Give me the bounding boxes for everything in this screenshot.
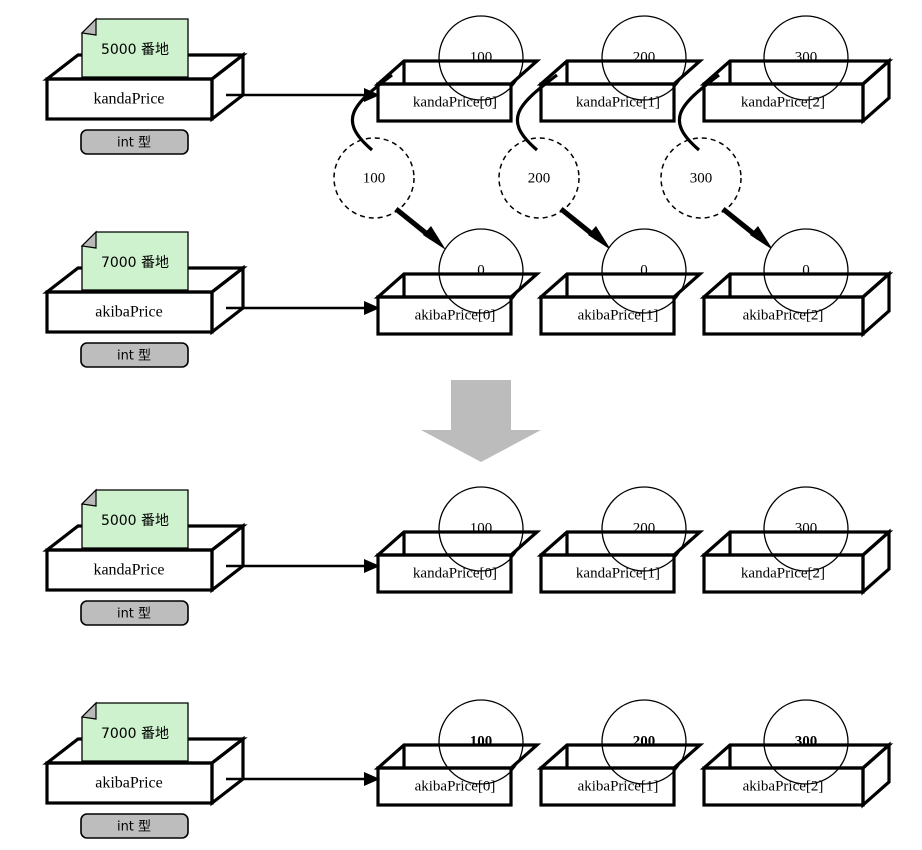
array-cell-value: 300 — [795, 733, 818, 749]
array-cell: 0 akibaPrice[1] — [536, 228, 705, 336]
array-cell: 200 kandaPrice[1] — [536, 15, 705, 123]
transition-arrow — [421, 380, 541, 462]
array-cell-label: kandaPrice[1] — [576, 565, 660, 581]
type-badge-label: int 型 — [117, 607, 151, 622]
array-kanda-before: 100 kandaPrice[0] 200 kandaPrice[1] — [373, 15, 894, 125]
array-cell-label: kandaPrice[2] — [741, 565, 825, 581]
variable-name-label: kandaPrice — [93, 91, 164, 108]
transfer-bubble-value: 100 — [363, 170, 386, 186]
transfer-bubble — [660, 137, 742, 219]
array-cell-value: 200 — [633, 520, 656, 536]
array-cell-label: akibaPrice[2] — [743, 778, 824, 794]
transfer-bubble — [498, 137, 580, 219]
array-cell: 200 kandaPrice[1] — [536, 486, 705, 594]
array-akiba-before: 0 akibaPrice[0] 0 akibaPrice[1] — [373, 228, 894, 338]
array-cell-label: akibaPrice[2] — [743, 307, 824, 323]
array-cell-value: 0 — [477, 262, 485, 278]
array-cell-value: 300 — [795, 520, 818, 536]
pointer-arrow-kanda-before — [226, 88, 380, 102]
pointer-arrow-kanda-after — [226, 559, 380, 573]
array-akiba-after: 100 akibaPrice[0] 200 akibaPrice[1] — [373, 699, 894, 809]
array-cell-label: kandaPrice[0] — [413, 94, 497, 110]
pointer-arrow-akiba-after — [226, 772, 380, 786]
array-cell-label: kandaPrice[2] — [741, 94, 825, 110]
section-before-akiba: 7000 番地 akibaPrice int 型 0 akibaPrice[0 — [42, 228, 894, 368]
array-cell: 300 kandaPrice[2] — [699, 15, 894, 125]
array-cell-label: akibaPrice[1] — [578, 307, 659, 323]
array-kanda-after: 100 kandaPrice[0] 200 kandaPrice[1] — [373, 486, 894, 596]
array-cell-value: 100 — [470, 520, 493, 536]
array-cell: 300 akibaPrice[2] — [699, 699, 894, 809]
transfer-arrowhead — [588, 226, 611, 250]
array-cell-label: akibaPrice[1] — [578, 778, 659, 794]
section-before-kanda: 5000 番地 kandaPrice int 型 — [42, 15, 894, 155]
address-note-label: 5000 番地 — [101, 513, 169, 529]
type-badge-akiba-after: int 型 — [80, 813, 189, 839]
array-cell-value: 100 — [470, 49, 493, 65]
type-badge-label: int 型 — [117, 136, 151, 151]
array-cell: 0 akibaPrice[2] — [699, 228, 894, 338]
address-note-label: 7000 番地 — [101, 255, 169, 271]
transfer-curve — [677, 73, 720, 152]
section-after-kanda: 5000 番地 kandaPrice int 型 100 kandaPrice — [42, 486, 894, 626]
value-transfer-group: 100 200 300 — [333, 73, 773, 250]
variable-name-label: kandaPrice — [93, 562, 164, 579]
array-cell: 100 akibaPrice[0] — [373, 699, 542, 807]
transfer-arrowhead — [750, 226, 773, 250]
variable-name-label: akibaPrice — [95, 775, 163, 792]
array-cell: 100 kandaPrice[0] — [373, 486, 542, 594]
transfer-arrowhead — [423, 226, 446, 250]
address-note-label: 7000 番地 — [101, 726, 169, 742]
transfer-bubble — [333, 137, 415, 219]
array-cell: 0 akibaPrice[0] — [373, 228, 542, 336]
array-cell: 300 kandaPrice[2] — [699, 486, 894, 596]
array-cell-label: kandaPrice[0] — [413, 565, 497, 581]
type-badge-kanda-before: int 型 — [80, 129, 189, 155]
variable-box-akiba-before: 7000 番地 akibaPrice — [42, 230, 248, 336]
array-cell-value: 300 — [795, 49, 818, 65]
variable-box-kanda-after: 5000 番地 kandaPrice — [42, 488, 248, 594]
array-cell: 200 akibaPrice[1] — [536, 699, 705, 807]
type-badge-label: int 型 — [117, 349, 151, 364]
array-cell-value: 200 — [633, 49, 656, 65]
section-after-akiba: 7000 番地 akibaPrice int 型 100 akibaPrice — [42, 699, 894, 839]
array-cell-label: akibaPrice[0] — [415, 778, 496, 794]
array-cell-value: 200 — [633, 733, 656, 749]
array-cell-label: akibaPrice[0] — [415, 307, 496, 323]
variable-name-label: akibaPrice — [95, 304, 163, 321]
transfer-bubble-value: 200 — [528, 170, 551, 186]
array-cell-value: 0 — [802, 262, 810, 278]
transfer-curve — [350, 73, 393, 152]
array-cell: 100 kandaPrice[0] — [373, 15, 542, 123]
type-badge-label: int 型 — [117, 820, 151, 835]
variable-box-akiba-after: 7000 番地 akibaPrice — [42, 701, 248, 807]
pointer-arrow-akiba-before — [226, 301, 380, 315]
array-cell-label: kandaPrice[1] — [576, 94, 660, 110]
transfer-bubble-value: 300 — [690, 170, 713, 186]
type-badge-akiba-before: int 型 — [80, 342, 189, 368]
transfer-curve — [515, 73, 558, 152]
variable-box-kanda-before: 5000 番地 kandaPrice — [42, 17, 248, 123]
address-note-label: 5000 番地 — [101, 42, 169, 58]
type-badge-kanda-after: int 型 — [80, 600, 189, 626]
array-cell-value: 0 — [640, 262, 648, 278]
array-cell-value: 100 — [470, 733, 493, 749]
